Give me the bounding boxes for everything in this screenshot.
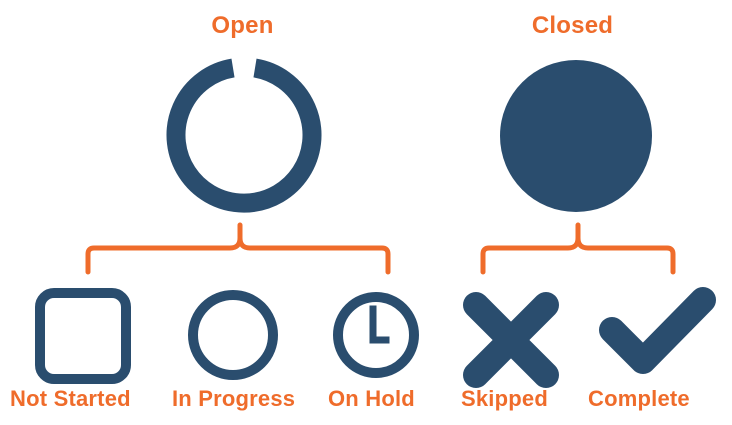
complete-label: Complete	[588, 386, 690, 411]
skipped-label: Skipped	[461, 386, 548, 411]
in-progress-label: In Progress	[172, 386, 296, 411]
circle-outline-icon	[188, 290, 278, 380]
open-group-bracket	[85, 222, 391, 275]
filled-circle-icon	[500, 60, 652, 212]
open-ring-icon	[166, 58, 322, 213]
checkmark-icon	[599, 287, 716, 374]
clock-icon	[333, 292, 419, 378]
closed-group-label: Closed	[531, 12, 614, 39]
closed-group-bracket	[480, 222, 676, 275]
on-hold-label: On Hold	[328, 386, 415, 411]
not-started-label: Not Started	[10, 386, 131, 411]
open-group-label: Open	[211, 12, 274, 39]
x-mark-icon	[463, 292, 559, 388]
square-outline-icon	[35, 288, 131, 384]
